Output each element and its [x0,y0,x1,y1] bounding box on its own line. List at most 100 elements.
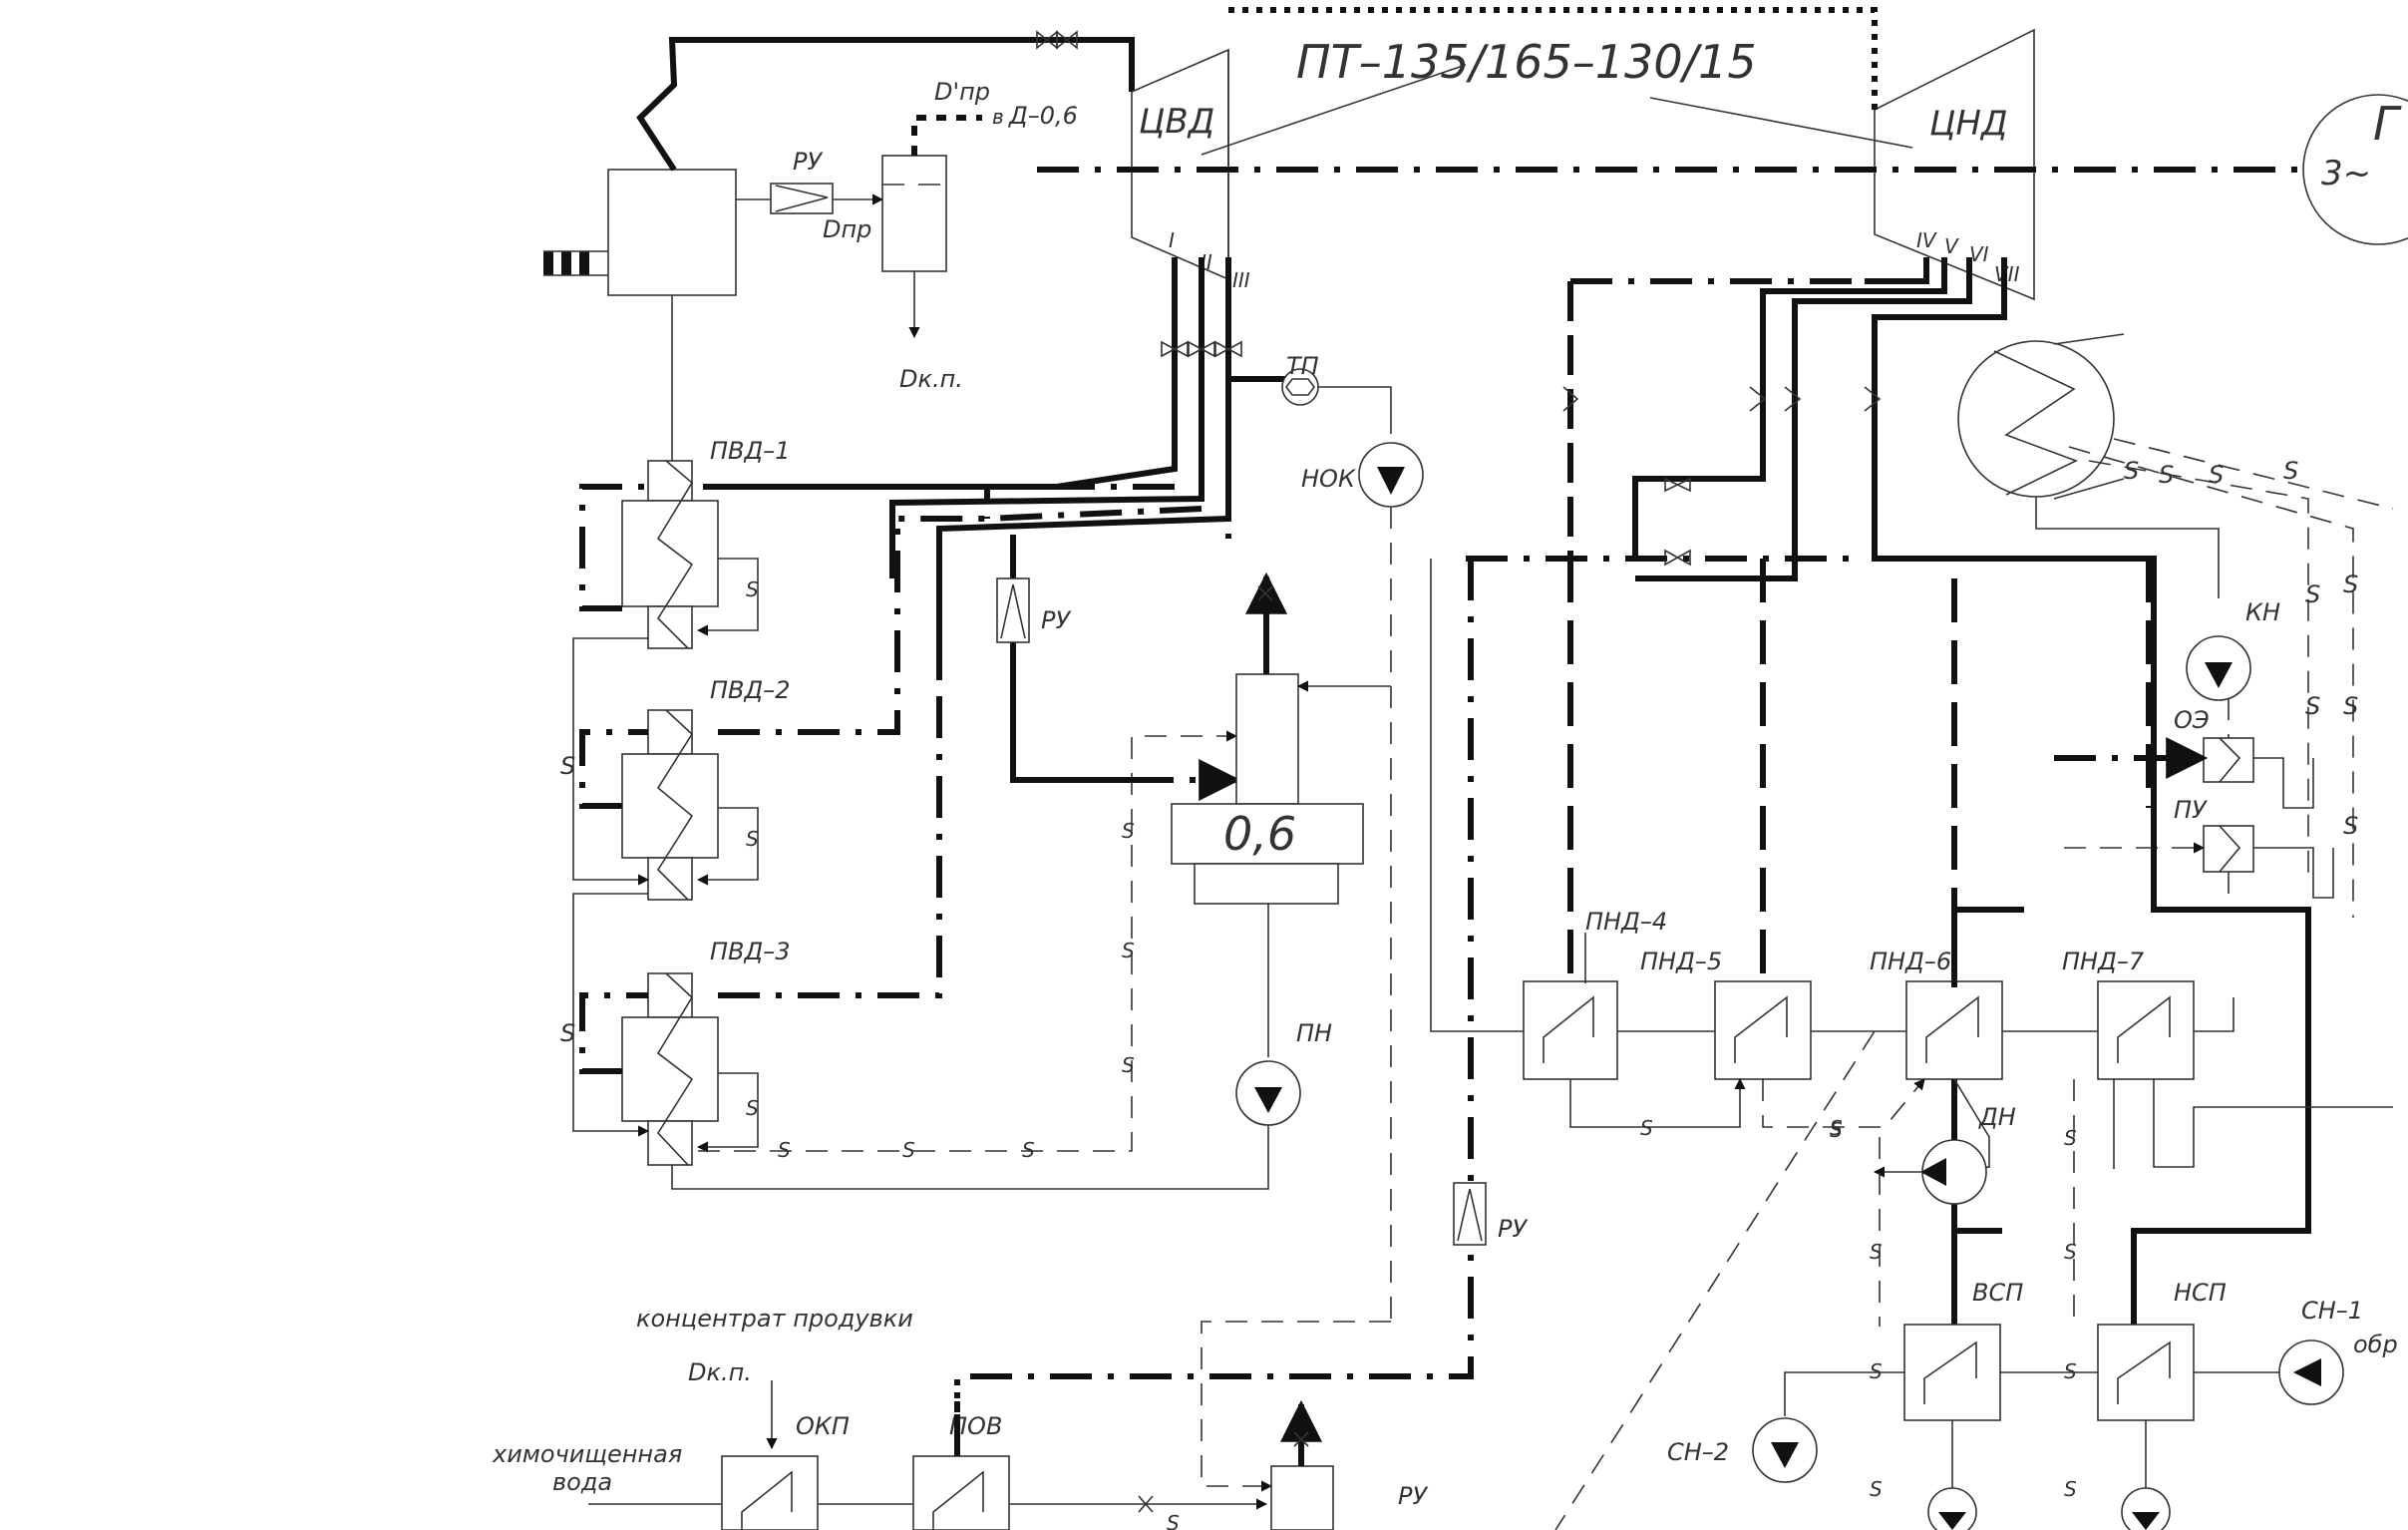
expander [881,155,947,272]
lp-extraction-valves-icon [1562,386,1882,567]
nsp-heater [2097,1324,2195,1421]
oe-cooler [2203,737,2254,783]
makeup-drain-s: S [1167,1511,1180,1530]
dn-label: ДН [1978,1103,2016,1131]
extraction-iv: IV [1916,228,1937,252]
lp-cylinder-label: ЦНД [1929,104,2008,144]
pvd-12-drain-s: S [560,752,575,780]
sn-2-label: СН–2 [1667,1438,1729,1466]
svg-text:S: S [1870,1359,1883,1383]
blowdown-label: концентрат продувки [636,1305,913,1333]
generator-phase-label: 3~ [2321,154,2371,193]
drain-s-2: S [902,1138,915,1162]
d-pr-prime-label: D'пр [934,78,990,106]
pu-cooler [2203,825,2254,873]
deaerator-hp-label: Д–0,6 [1008,102,1078,130]
pnd-6-label: ПНД–6 [1870,948,1951,975]
drain-s-6: S [1122,1053,1135,1077]
pnd-7-label: ПНД–7 [2062,948,2145,975]
pnd-drain-s-1: S [1640,1116,1653,1140]
ru-bottom-label: РУ [1398,1482,1428,1510]
sn-1-label: СН–1 [2301,1297,2363,1325]
svg-text:S: S [2064,1359,2077,1383]
extraction-i: I [1169,228,1175,252]
svg-text:S: S [1870,1240,1883,1264]
turbine-lp-cylinder [1874,28,2035,301]
drain-s-1: S [778,1138,791,1162]
pvd-2-drain-s: S [746,827,759,851]
boiler [543,169,737,469]
drain-s-3: S [1022,1138,1035,1162]
d-kp-top-label: Dк.п. [899,365,963,393]
oe-label: ОЭ [2174,706,2210,734]
deaerator [1171,673,1364,905]
reduction-unit-top [770,183,834,214]
okp-heater [721,1455,819,1530]
pnd-6-heater [1905,980,2003,1080]
sn-1-pump-icon [2278,1339,2344,1405]
main-steam-valve-icon [1036,30,1078,50]
nok-label: НОК [1301,465,1356,493]
d-pr-label: Dпр [823,215,871,243]
pu-label: ПУ [2174,796,2208,824]
pvd-2-heater [621,709,719,901]
hp-extraction-valves-icon [1161,340,1242,358]
extraction-ii: II [1201,250,1212,274]
deaerator-pressure-label: 0,6 [1223,807,1296,861]
pnd-4-label: ПНД–4 [1585,908,1667,936]
generator-icon [2302,94,2408,245]
ru-top-label: РУ [793,148,823,176]
pov-heater [912,1455,1010,1530]
low-deaerator [1270,1465,1334,1530]
network-drain-s: S S S S S S S S [1830,1118,2077,1501]
svg-text:S: S [2124,457,2139,485]
pvd-1-label: ПВД–1 [710,437,791,465]
hp-cylinder-label: ЦВД [1139,102,1214,142]
chem-water-label-1: химочищенная [492,1440,682,1468]
d-kp-bottom-label: Dк.п. [688,1358,752,1386]
svg-text:S: S [1870,1477,1883,1501]
tp-drive-turbine-icon [1281,368,1319,406]
reduction-unit-low [1453,1182,1487,1246]
pn-pump-icon [1235,1060,1301,1126]
pnd-5-label: ПНД–5 [1640,948,1722,975]
svg-text:S: S [2305,692,2320,720]
nok-pump-icon [1358,442,1424,508]
ru-mid-label: РУ [1041,606,1071,634]
pvd-23-drain-s: S [560,1019,575,1047]
dn-pump-icon [1920,1139,1987,1205]
svg-text:S: S [2283,457,2298,485]
condenser [1957,340,2115,498]
svg-text:S: S [2343,571,2358,598]
drain-s-5: S [1122,939,1135,962]
reduction-unit-mid [996,577,1030,643]
pnd-5-heater [1714,980,1812,1080]
tp-label: ТП [1286,352,1319,380]
turbine-hp-cylinder [1131,48,1229,281]
svg-text:S: S [2064,1477,2077,1501]
chem-water-label-2: вода [552,1468,612,1496]
pvd-2-label: ПВД–2 [710,676,791,704]
drain-s-4: S [1122,819,1135,843]
sn-2-pump-icon [1752,1417,1818,1483]
kn-pump-icon [2186,635,2251,701]
pnd-4-heater [1523,980,1618,1080]
ru-low-label: РУ [1498,1215,1528,1243]
pnd-7-heater [2097,980,2195,1080]
pvd-3-label: ПВД–3 [710,938,791,965]
svg-text:S: S [2343,692,2358,720]
turbine-model-label: ПТ–135/165–130/15 [1296,35,1757,89]
vsp-label: ВСП [1972,1279,2023,1307]
vsp-heater [1903,1324,2001,1421]
pnd-drain-s-2: S [1830,1116,1843,1140]
pvd-1-drain-s: S [746,577,759,601]
svg-text:S: S [2064,1240,2077,1264]
condenser-drain-s: S S S S S S S S S [2124,457,2358,840]
extraction-iii: III [1232,268,1250,292]
kn-label: КН [2245,598,2280,626]
pvd-1-heater [621,460,719,649]
d-pr-sub-label: в [992,105,1004,129]
pvd-3-drain-s: S [746,1096,759,1120]
pvd-3-heater [621,972,719,1166]
